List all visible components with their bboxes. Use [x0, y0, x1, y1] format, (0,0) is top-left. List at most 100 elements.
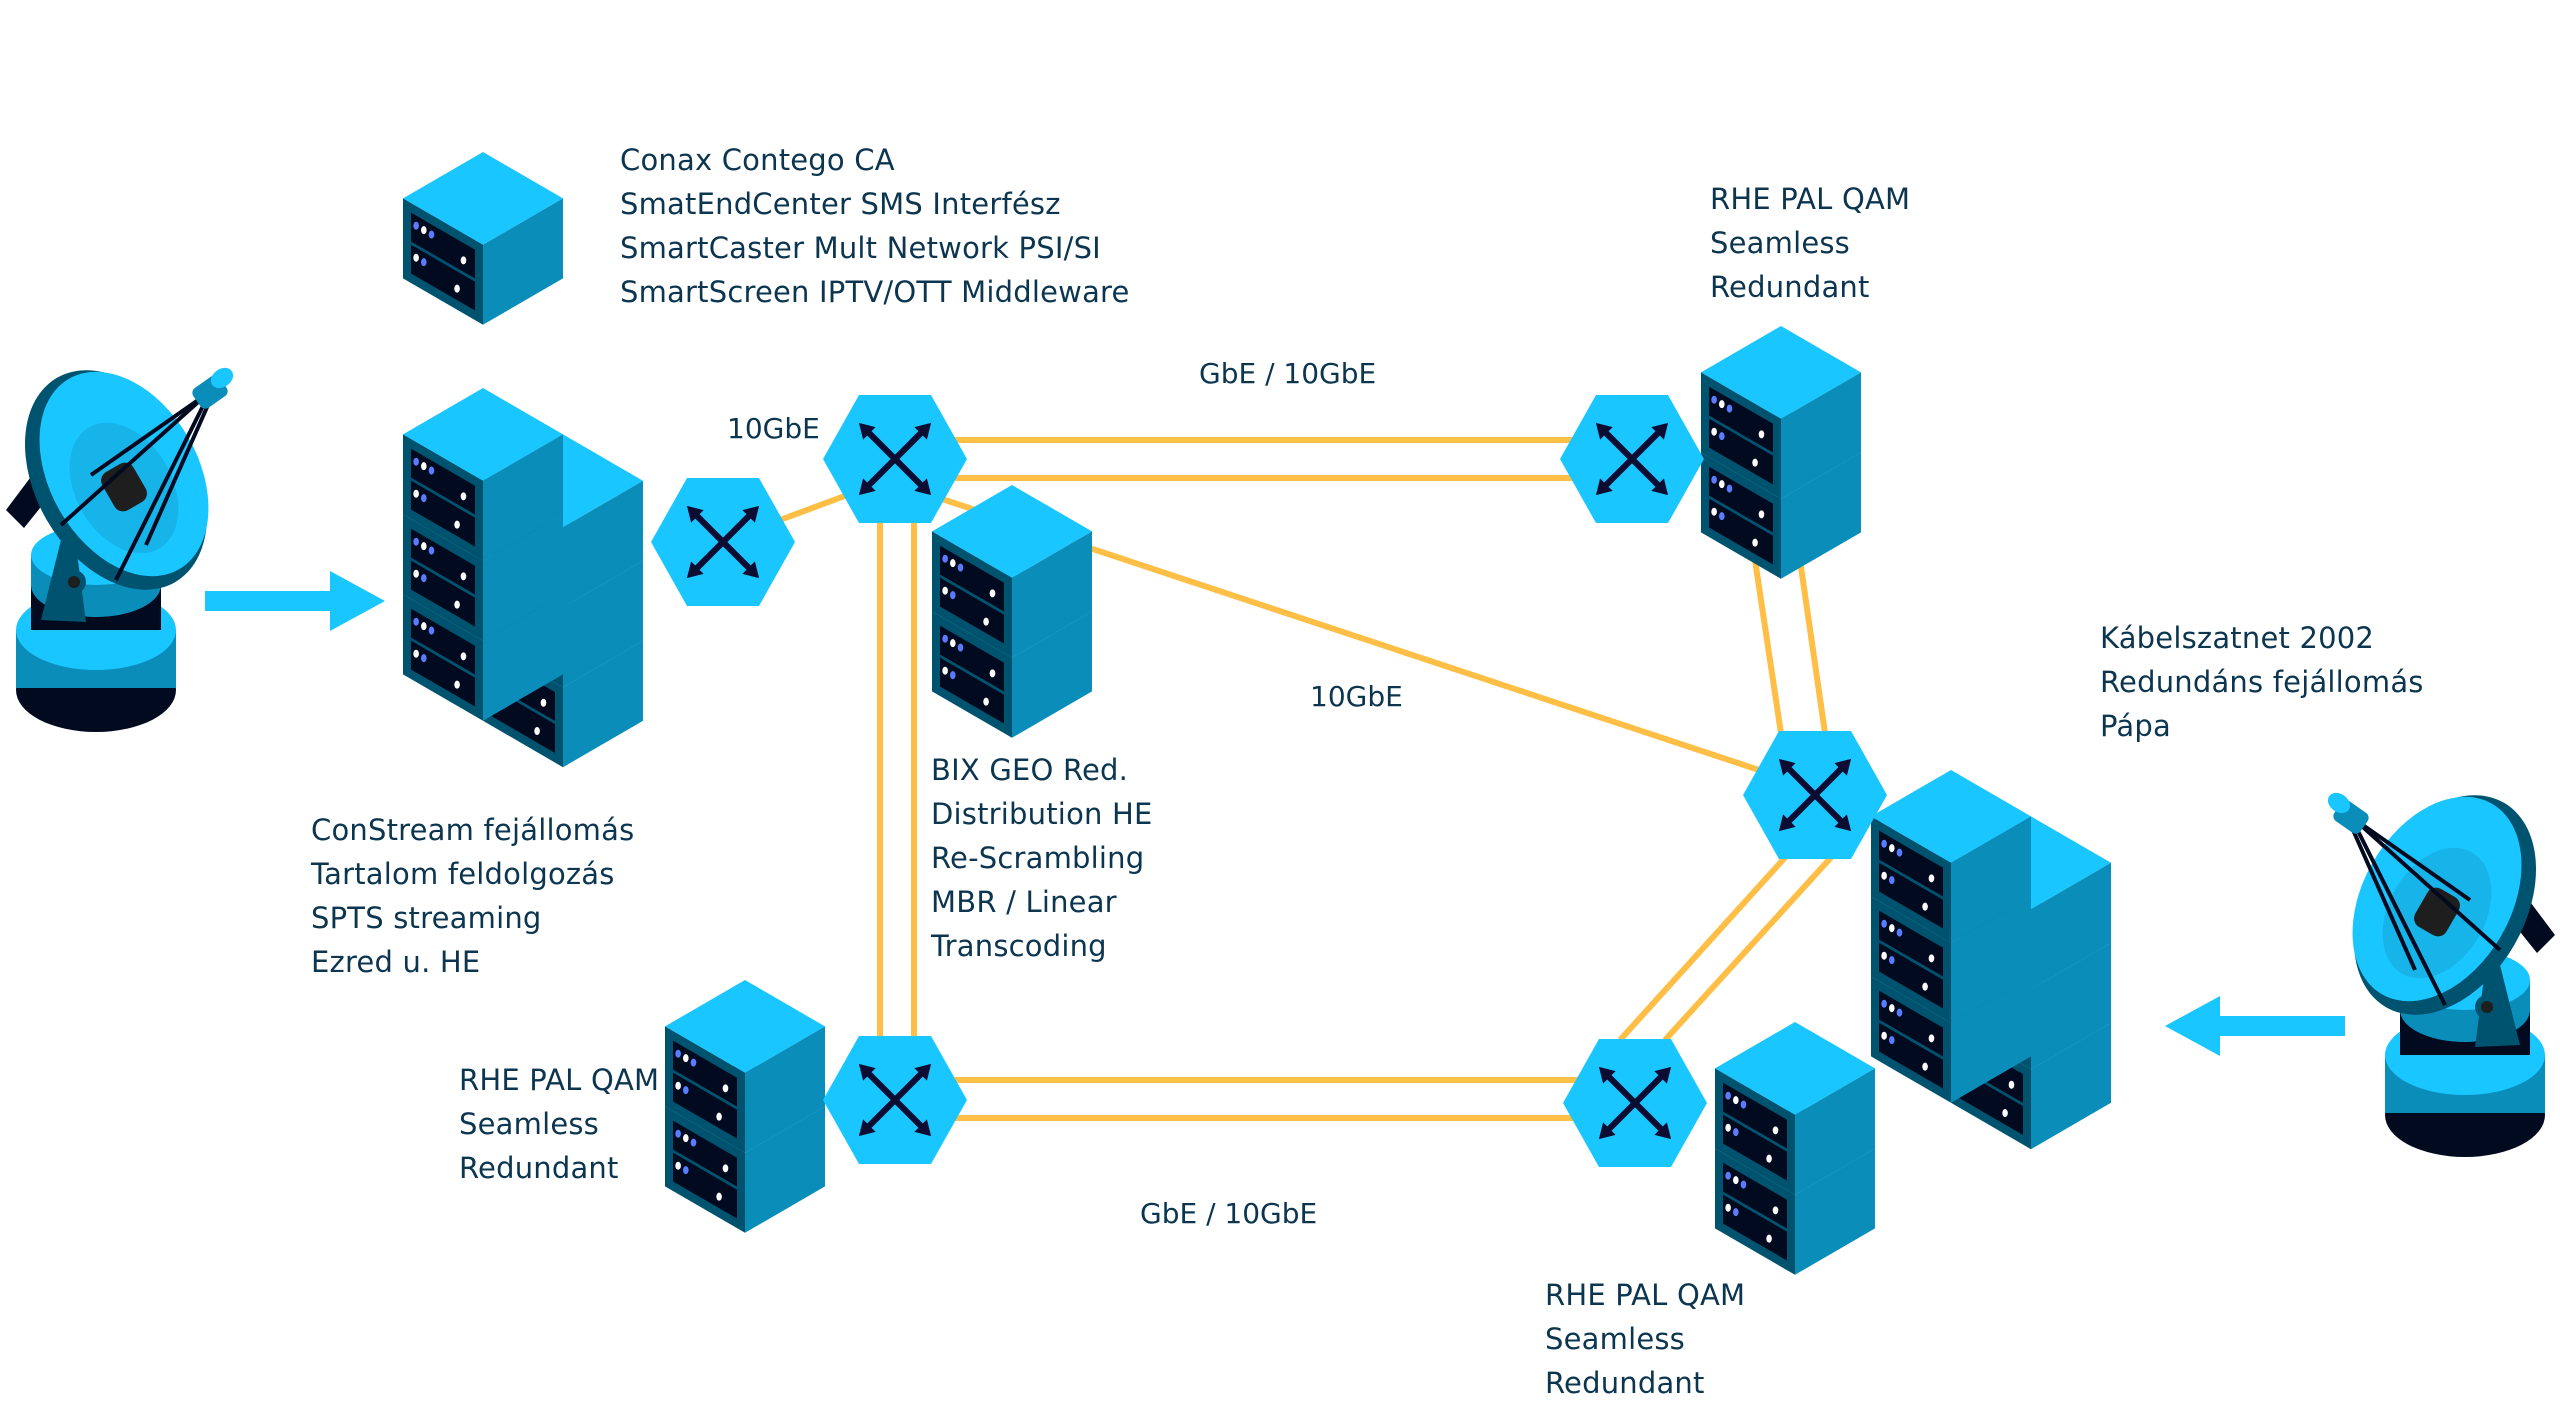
status-led — [690, 1058, 697, 1067]
status-led — [1889, 924, 1895, 933]
dish-strut — [2358, 821, 2472, 902]
status-led — [675, 1081, 681, 1090]
status-led — [421, 258, 427, 267]
status-led — [950, 671, 956, 680]
cube-top-face — [1715, 1022, 1875, 1115]
cube-right-face — [483, 594, 563, 721]
status-led — [460, 492, 467, 501]
bix-line-4: MBR / Linear — [931, 885, 1117, 919]
status-led — [413, 253, 419, 262]
status-led — [1889, 1004, 1895, 1013]
status-led — [942, 634, 948, 643]
status-led — [413, 221, 419, 230]
slot-panel — [940, 625, 1004, 692]
status-led — [454, 284, 460, 293]
slot-panel — [411, 608, 475, 675]
arrow-head — [1651, 478, 1669, 496]
status-led — [942, 586, 948, 595]
switch-arrows-icon — [1598, 1066, 1672, 1140]
server-slot — [1723, 1114, 1787, 1181]
link-label-diagonal: 10GbE — [1310, 680, 1403, 713]
slot-panel — [1879, 862, 1943, 929]
server-slot — [1879, 910, 1943, 977]
cube-right-face — [1781, 452, 1861, 579]
arrow-shaft — [1602, 429, 1662, 489]
dish-strut — [2353, 824, 2447, 1006]
papa-line-1: Kábelszatnet 2002 — [2100, 621, 2375, 655]
slot-panel — [673, 1040, 737, 1107]
server-unit — [403, 152, 563, 325]
sw-entry — [651, 478, 795, 606]
cube-right-face — [1951, 896, 2031, 1023]
status-led — [1889, 1036, 1895, 1045]
slot-panel — [1879, 1022, 1943, 1089]
status-led — [1733, 1128, 1739, 1137]
constream-line-1: ConStream fejállomás — [311, 813, 635, 847]
arrow-head — [686, 505, 704, 523]
cube-right-face — [1795, 1148, 1875, 1275]
slot-panel — [1879, 990, 1943, 1057]
cas-line-3: SmartCaster Mult Network PSI/SI — [620, 231, 1101, 265]
link-rack-right-b — [1797, 559, 1829, 741]
bix-line-5: Transcoding — [931, 929, 1107, 963]
status-led — [1772, 1126, 1779, 1135]
dish-strut — [89, 396, 203, 477]
server-slot — [1723, 1194, 1787, 1261]
status-led — [413, 457, 419, 466]
status-led — [421, 226, 427, 235]
cube-right-face — [745, 1106, 825, 1233]
cube-right-face — [563, 560, 643, 688]
server-slot — [411, 448, 475, 515]
status-led — [675, 1049, 681, 1058]
status-led — [722, 1164, 729, 1173]
cube-top-face — [403, 388, 563, 481]
status-led — [460, 256, 467, 265]
server-slot — [673, 1152, 737, 1219]
server-slot — [673, 1120, 737, 1187]
status-led — [421, 462, 427, 471]
rhe-bottom-left-line-1: RHE PAL QAM — [459, 1063, 660, 1097]
status-led — [454, 600, 460, 609]
status-led — [428, 466, 435, 475]
status-led — [421, 654, 427, 663]
status-led — [675, 1129, 681, 1138]
cube-top-face — [1871, 770, 2031, 863]
arrow-shaft — [1605, 1073, 1665, 1133]
arrow-head — [1654, 1066, 1672, 1084]
slot-panel — [1723, 1114, 1787, 1181]
server-slot — [1879, 862, 1943, 929]
status-led — [1881, 919, 1887, 928]
bix-label: BIX GEO Red. Distribution HE Re-Scrambli… — [931, 748, 1153, 968]
dish-pivot-center — [2481, 1001, 2493, 1013]
status-led — [983, 697, 989, 706]
rhe-top-line-3: Redundant — [1710, 270, 1870, 304]
status-led — [1725, 1203, 1731, 1212]
switch-arrows-icon — [1778, 758, 1852, 832]
status-led — [1725, 1123, 1731, 1132]
slot-panel — [1723, 1082, 1787, 1149]
status-led — [722, 1084, 729, 1093]
status-led — [1726, 404, 1733, 413]
slot-panel — [673, 1072, 737, 1139]
status-led — [1719, 480, 1725, 489]
constream-line-4: Ezred u. HE — [311, 945, 481, 979]
arrow-right-icon — [205, 571, 385, 631]
server-slot — [1709, 418, 1773, 485]
bix-rack — [932, 485, 1092, 738]
cube-right-face — [2031, 862, 2111, 990]
status-led — [1928, 874, 1935, 883]
server-slot — [1709, 386, 1773, 453]
server-unit — [1715, 1022, 1875, 1195]
status-led — [1740, 1180, 1747, 1189]
arrow-head — [1598, 1066, 1616, 1084]
status-led — [1889, 844, 1895, 853]
server-slot — [1709, 498, 1773, 565]
status-led — [1896, 1008, 1903, 1017]
server-unit — [665, 980, 825, 1153]
slot-panel — [411, 560, 475, 627]
status-led — [1719, 512, 1725, 521]
constream-line-2: Tartalom feldolgozás — [311, 857, 615, 891]
status-led — [2008, 1080, 2015, 1089]
server-slot — [1709, 466, 1773, 533]
